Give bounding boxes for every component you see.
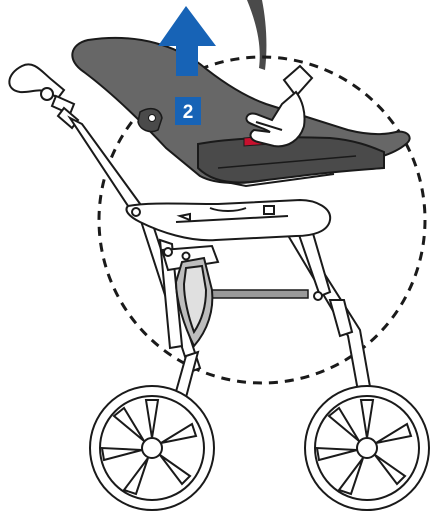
front-wheel	[305, 386, 429, 510]
handlebar	[9, 64, 78, 128]
push-bar	[70, 118, 146, 218]
step-badge: 2	[175, 97, 201, 125]
cross-bar	[206, 290, 308, 298]
step-number: 2	[183, 102, 194, 123]
seat-unit	[72, 38, 409, 186]
rear-wheel	[90, 386, 214, 510]
pointer-curve	[247, 0, 266, 70]
